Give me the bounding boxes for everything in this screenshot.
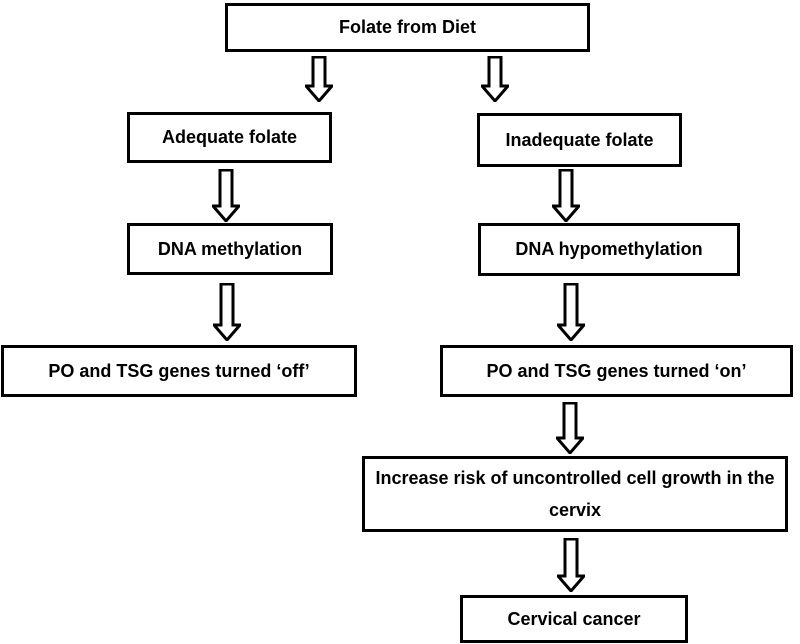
node-adequate-folate: Adequate folate [127, 112, 332, 163]
node-dna-hypomethylation: DNA hypomethylation [478, 223, 740, 276]
down-arrow-icon [552, 169, 580, 222]
down-arrow-icon [557, 538, 585, 592]
node-inadequate-folate: Inadequate folate [477, 113, 682, 167]
node-po-tsg-genes-on: PO and TSG genes turned ‘on’ [440, 345, 793, 397]
down-arrow-icon [481, 56, 509, 102]
down-arrow-icon [556, 402, 584, 454]
node-po-tsg-genes-off: PO and TSG genes turned ‘off’ [1, 345, 357, 397]
down-arrow-icon [305, 56, 333, 102]
down-arrow-icon [213, 283, 241, 341]
down-arrow-icon [212, 169, 240, 222]
node-dna-methylation: DNA methylation [127, 223, 333, 275]
node-increase-risk-uncontrolled-growth: Increase risk of uncontrolled cell growt… [362, 456, 788, 532]
node-cervical-cancer: Cervical cancer [460, 595, 688, 643]
down-arrow-icon [557, 283, 585, 341]
node-folate-from-diet: Folate from Diet [225, 3, 590, 52]
